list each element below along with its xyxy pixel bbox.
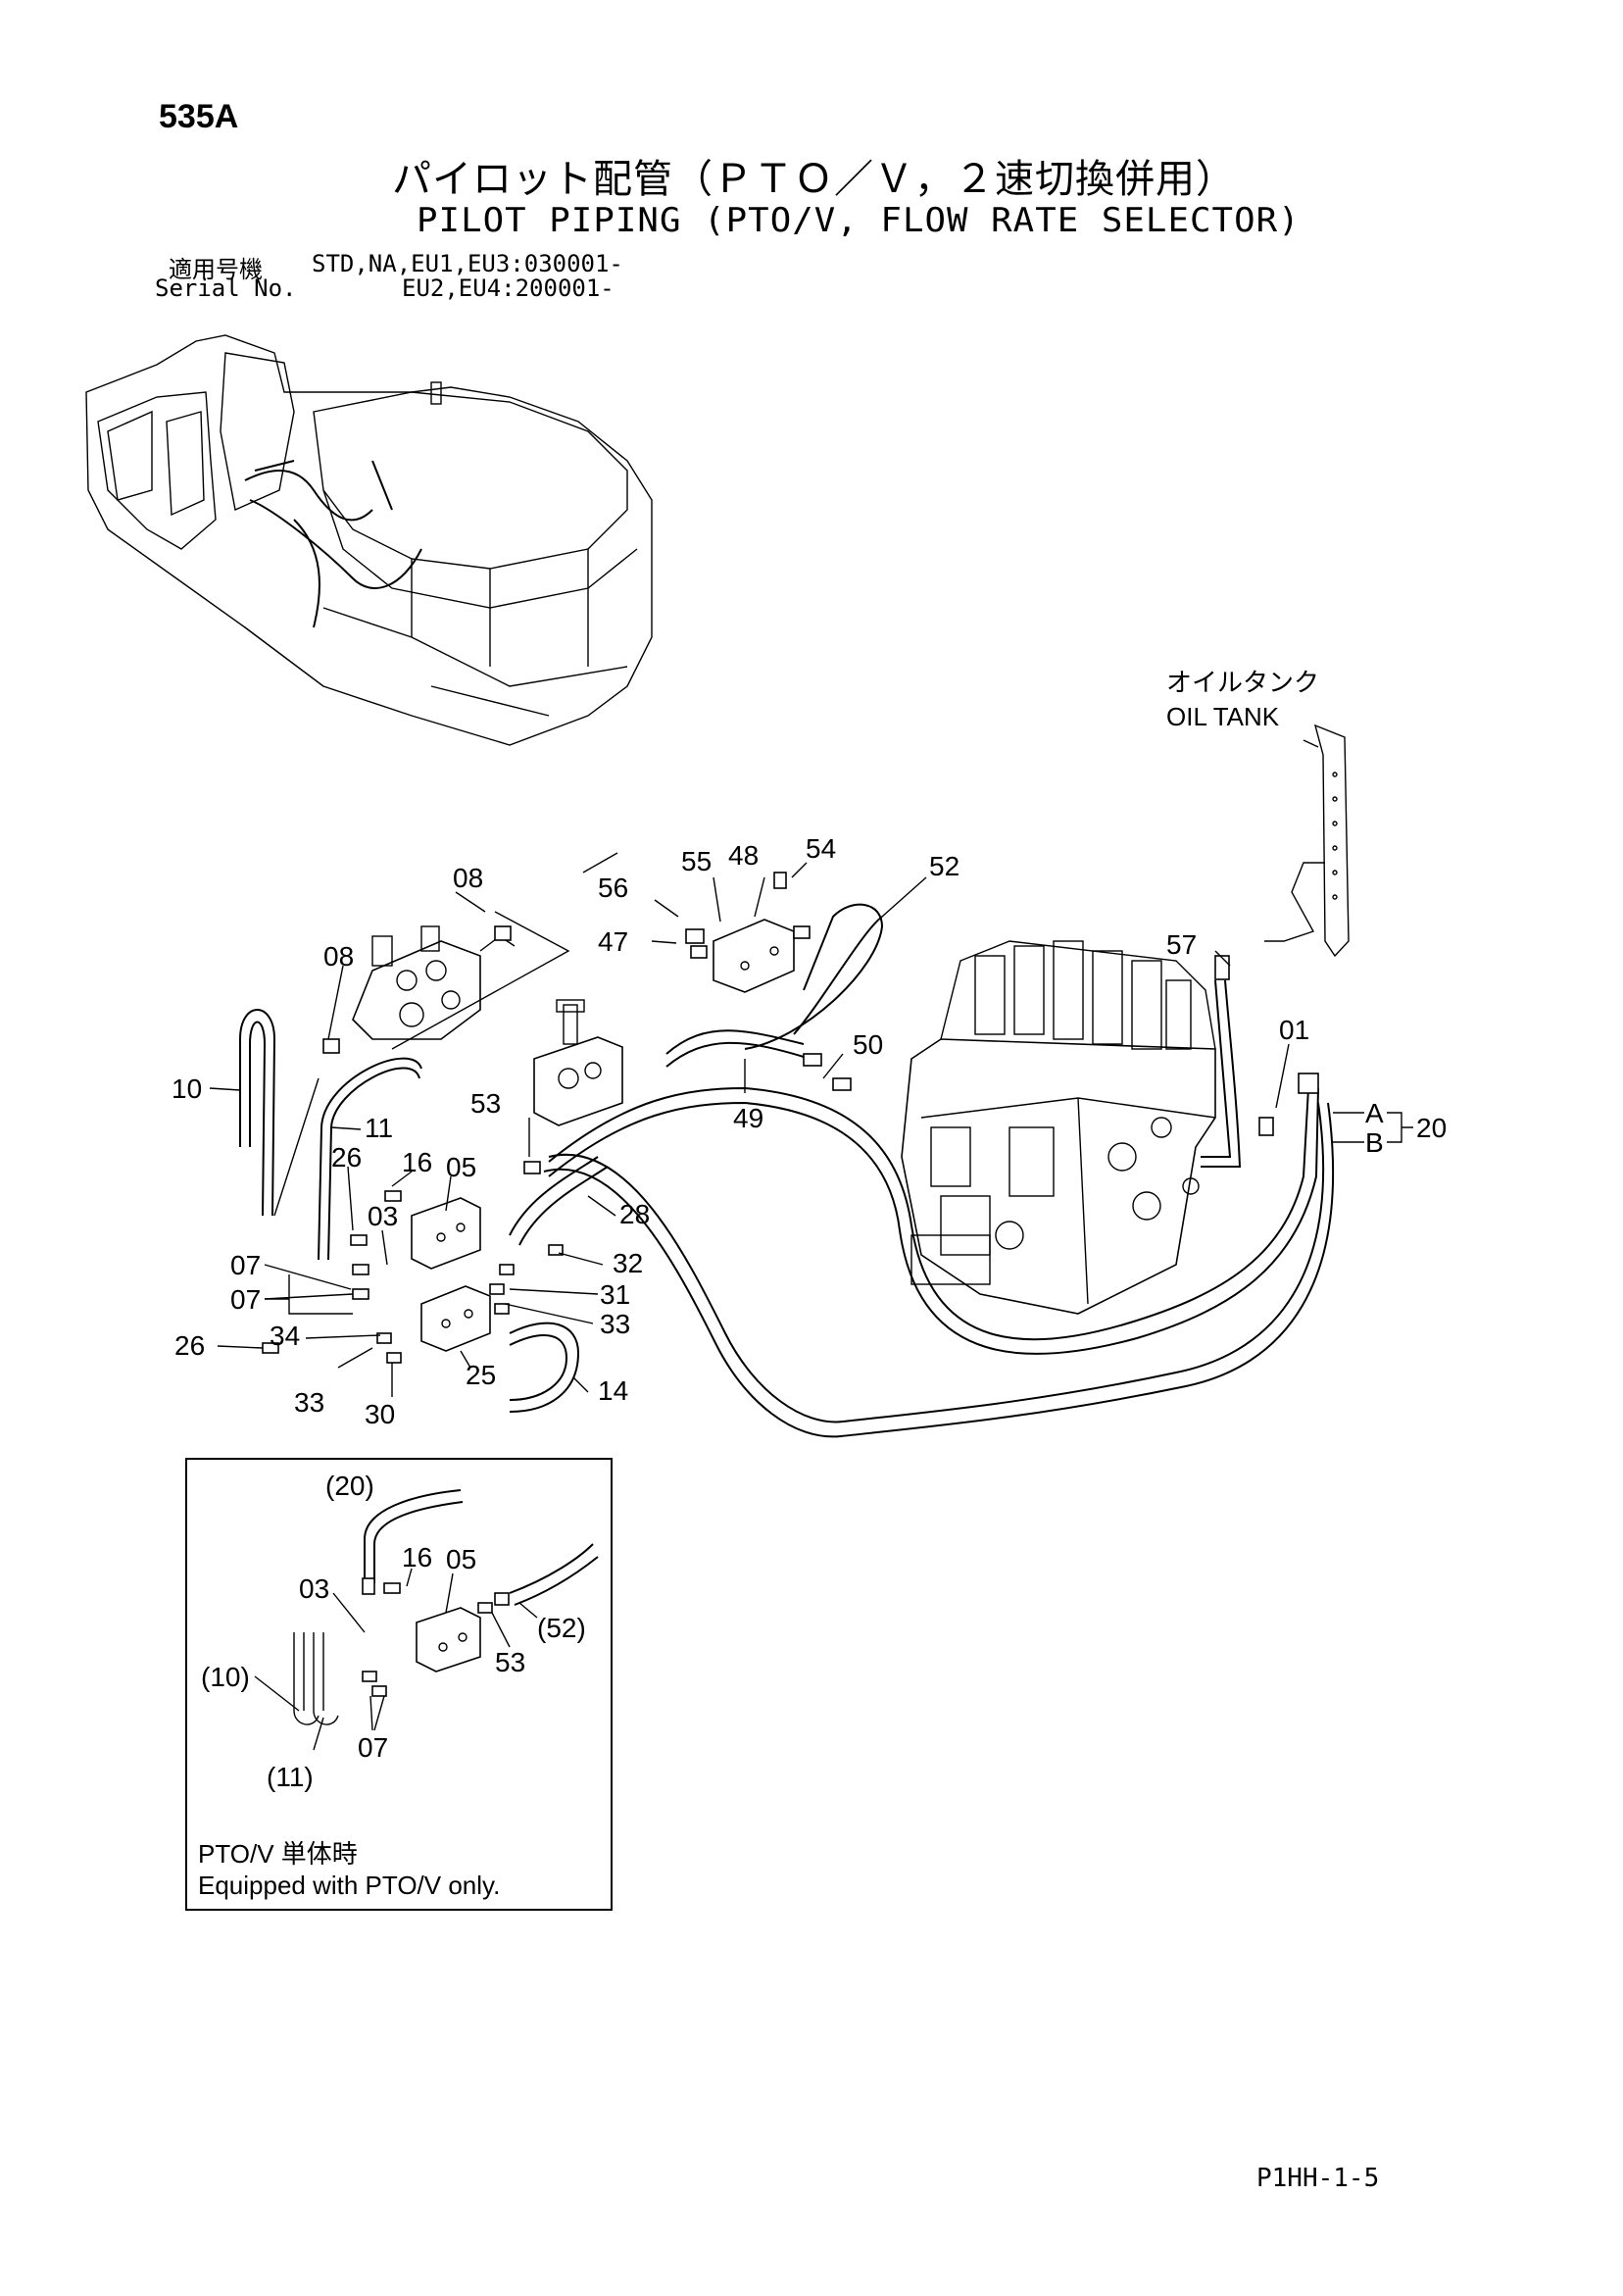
callout-48: 48 <box>728 840 759 871</box>
serial-label-en: Serial No. <box>155 275 297 302</box>
oil-tank <box>1264 724 1350 958</box>
callout-57: 57 <box>1166 929 1197 960</box>
hoses <box>239 903 1335 1438</box>
callout-25: 25 <box>466 1360 496 1390</box>
inset-caption-jp: PTO/V 単体時 <box>198 1839 358 1869</box>
valve-block-48 <box>713 919 795 993</box>
callout-55: 55 <box>681 846 712 876</box>
callout-03: 03 <box>368 1201 398 1231</box>
callout-labels: 08 08 10 11 16 05 26 03 07 07 26 34 33 3… <box>172 668 1447 1429</box>
leader-lines <box>209 852 1413 1397</box>
callout-B: B <box>1365 1127 1384 1158</box>
oil-tank-label-jp: オイルタンク <box>1166 668 1319 697</box>
inset-callout-52: (52) <box>537 1613 586 1643</box>
fittings <box>262 872 1319 1364</box>
callout-10: 10 <box>172 1073 202 1104</box>
page-id: P1HH-1-5 <box>1256 2164 1380 2193</box>
callout-28: 28 <box>619 1199 650 1229</box>
serial-line-2: EU2,EU4:200001- <box>402 275 615 302</box>
callout-34: 34 <box>270 1321 300 1351</box>
callout-50: 50 <box>853 1029 883 1060</box>
callout-05: 05 <box>446 1152 476 1182</box>
callout-26: 26 <box>331 1142 362 1173</box>
inset-panel: (20) 16 05 03 (52) 53 (10) 07 (11) PTO/V… <box>185 1458 613 1911</box>
inset-callout-53: 53 <box>495 1647 525 1677</box>
callout-32: 32 <box>613 1248 643 1278</box>
callout-56: 56 <box>598 873 628 903</box>
callout-16: 16 <box>402 1147 432 1177</box>
oil-tank-label-en: OIL TANK <box>1166 702 1280 731</box>
callout-11: 11 <box>365 1113 393 1143</box>
callout-14: 14 <box>598 1375 628 1406</box>
callout-01: 01 <box>1279 1015 1309 1045</box>
callout-31: 31 <box>600 1279 630 1310</box>
callout-52: 52 <box>929 851 959 881</box>
callout-33: 33 <box>294 1387 324 1418</box>
solenoid-valve <box>533 999 623 1126</box>
callout-26: 26 <box>174 1330 205 1361</box>
callout-47: 47 <box>598 926 628 957</box>
inset-callout-10: (10) <box>201 1662 250 1692</box>
control-valve <box>901 940 1216 1315</box>
serial-line-1: STD,NA,EU1,EU3:030001- <box>312 250 623 277</box>
callout-54: 54 <box>806 833 836 864</box>
callout-49: 49 <box>733 1103 763 1133</box>
block-05 <box>411 1197 481 1270</box>
title-japanese: パイロット配管（ＰＴＯ／Ｖ，２速切換併用） <box>392 157 1236 202</box>
inset-callout-03: 03 <box>299 1573 329 1604</box>
block-25 <box>420 1285 491 1352</box>
callout-20: 20 <box>1416 1113 1447 1143</box>
callout-30: 30 <box>365 1399 395 1429</box>
page-code: 535A <box>159 98 239 135</box>
callout-07: 07 <box>230 1250 261 1280</box>
callout-08: 08 <box>323 941 354 972</box>
callout-08: 08 <box>453 863 483 893</box>
callout-A: A <box>1365 1098 1384 1128</box>
inset-callout-11: (11) <box>267 1762 314 1792</box>
title-english: PILOT PIPING (PTO/V, FLOW RATE SELECTOR) <box>417 201 1301 240</box>
callout-53: 53 <box>470 1088 501 1119</box>
inset-callout-05: 05 <box>446 1544 476 1574</box>
callout-07: 07 <box>230 1284 261 1315</box>
inset-callout-16: 16 <box>402 1542 432 1572</box>
serial-label-jp: 適用号機 <box>169 256 263 283</box>
inset-callout-20: (20) <box>325 1471 374 1501</box>
inset-callout-07: 07 <box>358 1732 388 1763</box>
pto-valve <box>352 925 516 1040</box>
callout-33: 33 <box>600 1309 630 1339</box>
inset-caption-en: Equipped with PTO/V only. <box>198 1871 500 1900</box>
excavator-overview-sketch <box>85 334 653 746</box>
